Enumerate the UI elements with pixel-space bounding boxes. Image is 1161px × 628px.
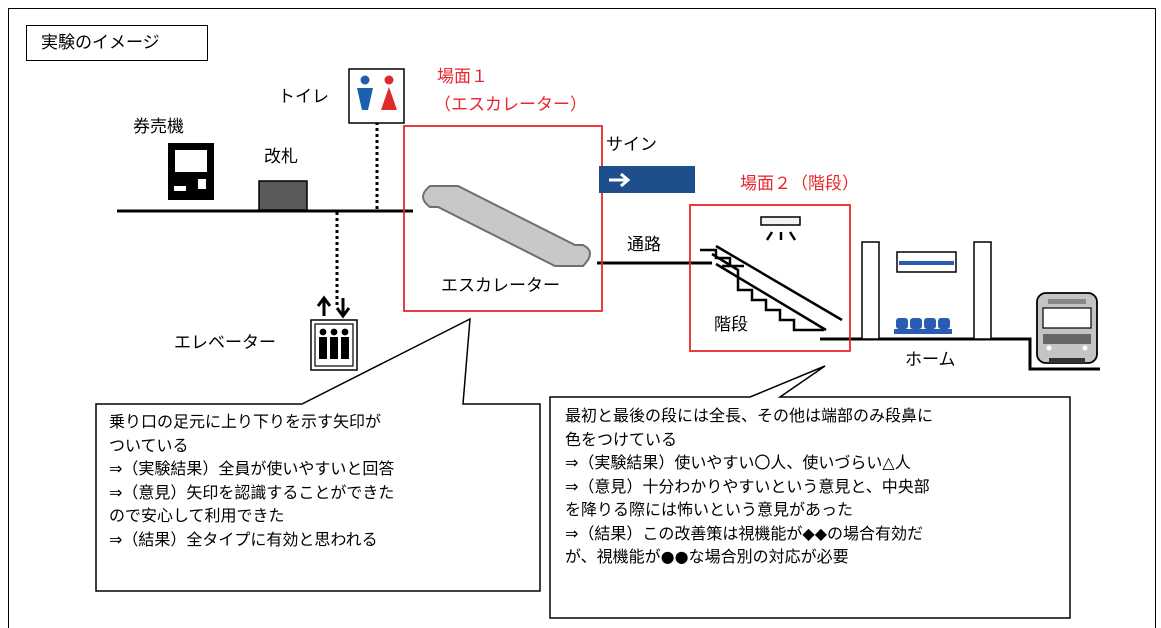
scene1-highlight-box — [403, 125, 603, 312]
callout-line: 色をつけている — [565, 429, 678, 449]
toilet-label: トイレ — [278, 87, 329, 107]
stairs-callout-text: 最初と最後の段には全長、その他は端部のみ段鼻に 色をつけている ⇒（実験結果）使… — [565, 404, 933, 569]
escalator-label: エスカレーター — [441, 276, 560, 296]
ticket-gate-icon — [258, 180, 308, 211]
scene2-highlight-box — [689, 204, 851, 352]
callout-line: ついている — [109, 435, 189, 455]
platform-pillar-left — [861, 241, 880, 340]
callout-line: ⇒（実験結果）使いやすい〇人、使いづらい△人 — [565, 453, 911, 472]
elevator-label: エレベーター — [174, 333, 276, 353]
callout-line: を降りる際には怖いという意見があった — [565, 500, 854, 519]
callout-line: ⇒（結果）この改善策は視機能が◆◆の場合有効だ — [565, 523, 924, 543]
gate-label: 改札 — [264, 147, 298, 167]
elevator-icon — [310, 295, 358, 371]
escalator-callout-bubble — [95, 317, 541, 592]
callout-line: ので安心して利用できた — [109, 506, 285, 525]
sign-label: サイン — [606, 135, 657, 155]
callout-line: 最初と最後の段には全長、その他は端部のみ段鼻に — [565, 406, 934, 425]
callout-line: 乗り口の足元に上り下りを示す矢印が — [109, 412, 382, 431]
ticket-machine-icon — [168, 143, 214, 200]
platform-seats-icon — [894, 318, 952, 334]
stairs-label: 階段 — [714, 315, 748, 335]
platform-sign-icon — [896, 251, 957, 273]
platform-floor-line — [820, 337, 1100, 371]
train-icon — [1036, 292, 1098, 364]
direction-sign-icon — [599, 166, 695, 193]
scene1-subtitle: （エスカレーター） — [434, 95, 587, 115]
escalator-callout-text: 乗り口の足元に上り下りを示す矢印が ついている ⇒（実験結果）全員が使いやすいと… — [109, 410, 394, 551]
passage-label: 通路 — [627, 235, 661, 255]
diagram-frame — [8, 8, 1156, 628]
platform-label: ホーム — [905, 350, 956, 370]
callout-line: ⇒（実験結果）全員が使いやすいと回答 — [109, 459, 395, 478]
callout-line: ⇒（意見）矢印を認識することができた — [109, 482, 395, 502]
diagram-title: 実験のイメージ — [26, 25, 208, 61]
callout-line: ⇒（結果）全タイプに有効と思われる — [109, 529, 378, 549]
callout-line: が、視機能が●●な場合別の対応が必要 — [565, 547, 849, 566]
escalator-icon — [422, 185, 591, 267]
platform-pillar-right — [973, 241, 992, 340]
toilet-sign-icon — [348, 68, 405, 124]
stairs-callout-bubble — [549, 365, 1071, 619]
stairs-icon — [700, 244, 843, 332]
stairs-light-icon — [760, 216, 801, 241]
ticket-machine-label: 券売機 — [133, 117, 184, 137]
scene1-title: 場面１ — [437, 67, 488, 87]
scene2-title: 場面２（階段） — [740, 174, 859, 194]
callout-line: ⇒（意見）十分わかりやすいという意見と、中央部 — [565, 476, 930, 496]
